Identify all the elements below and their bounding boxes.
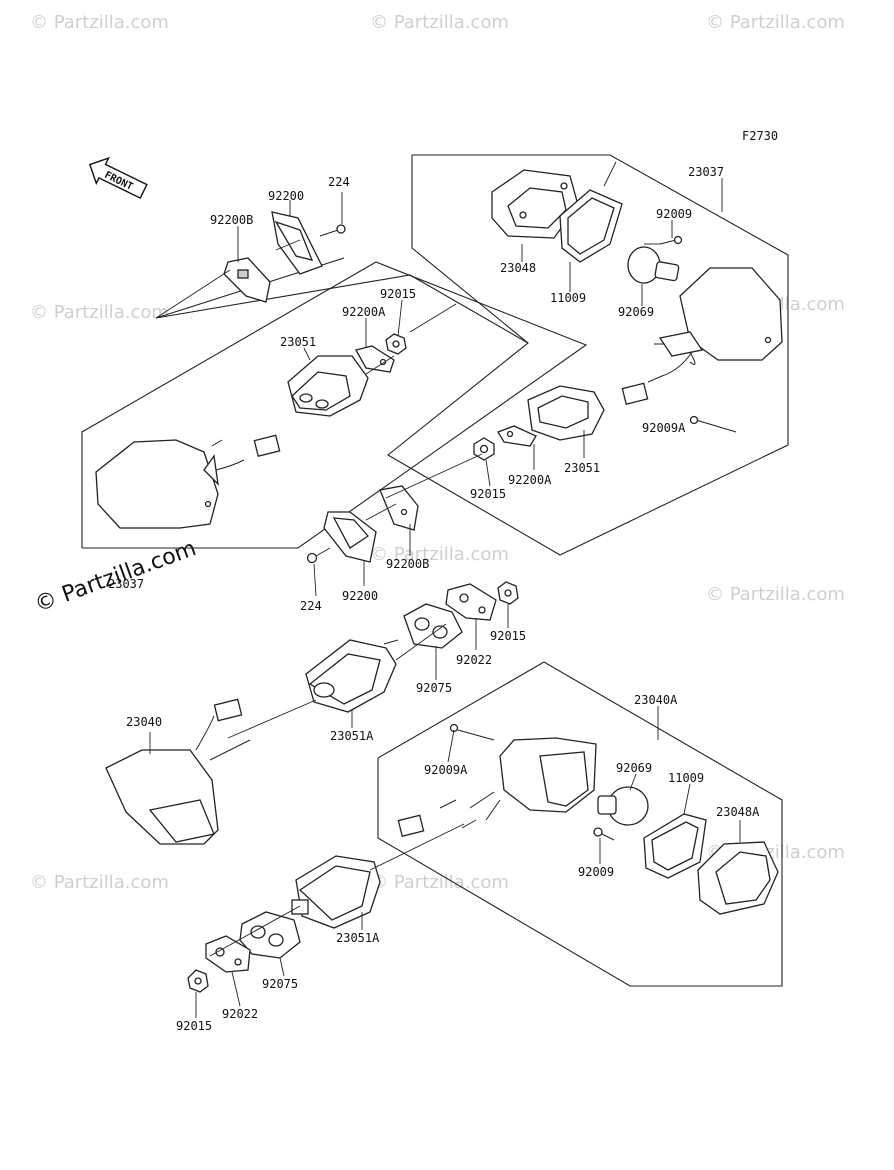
connector-right-upper bbox=[621, 351, 693, 405]
part-label: 92015 bbox=[380, 287, 416, 301]
part-label: 23048 bbox=[500, 261, 536, 275]
plate-92200A-top bbox=[355, 345, 395, 373]
plate-92200B-mid bbox=[379, 485, 419, 531]
part-label: 224 bbox=[300, 599, 322, 613]
part-label: 92200B bbox=[386, 557, 429, 571]
part-label: 23051A bbox=[330, 729, 374, 743]
plate-92022-low bbox=[205, 935, 251, 973]
part-label: 92009A bbox=[642, 421, 686, 435]
part-label: 23037 bbox=[688, 165, 724, 179]
plate-92200A-right bbox=[497, 425, 537, 447]
nut-92015-low bbox=[187, 969, 209, 993]
bulb-92069-low bbox=[597, 786, 649, 826]
part-label: 23051 bbox=[280, 335, 316, 349]
bulb-92069-top bbox=[627, 246, 680, 284]
watermark: © Partzilla.com bbox=[370, 872, 509, 893]
part-label: 23048A bbox=[716, 805, 760, 819]
figure-code: F2730 bbox=[742, 129, 778, 143]
plate-92022-mid bbox=[445, 583, 497, 621]
housing-23037-left bbox=[95, 434, 281, 529]
part-label: 92200A bbox=[508, 473, 552, 487]
part-label: 92009 bbox=[656, 207, 692, 221]
gasket-11009-low bbox=[643, 813, 707, 879]
spacer-23051-right bbox=[527, 385, 605, 441]
assembly-box-23040A bbox=[377, 661, 783, 987]
gasket-11009-top bbox=[559, 189, 623, 263]
part-labels: 23037 23048 11009 92009 92069 92009A 224… bbox=[108, 165, 760, 1033]
part-label: 92200 bbox=[342, 589, 378, 603]
lens-23048A bbox=[697, 841, 779, 915]
grommet-92075-mid bbox=[403, 603, 463, 649]
watermarks: © Partzilla.com © Partzilla.com © Partzi… bbox=[30, 12, 845, 893]
part-label: 92069 bbox=[618, 305, 654, 319]
part-label: 224 bbox=[328, 175, 350, 189]
part-label: 92015 bbox=[490, 629, 526, 643]
bracket-92200-top bbox=[271, 211, 323, 275]
screw-92009A-low bbox=[449, 723, 495, 741]
watermark: © Partzilla.com bbox=[30, 12, 169, 33]
screw-92009-top bbox=[659, 235, 683, 245]
front-arrow-icon: FRONT bbox=[88, 156, 148, 200]
spacer-23051A-mid bbox=[305, 639, 399, 713]
connector-low bbox=[397, 799, 457, 837]
leader-lines bbox=[149, 178, 741, 1018]
screw-224-mid bbox=[306, 547, 331, 564]
part-label: 11009 bbox=[668, 771, 704, 785]
screw-92009A-top bbox=[689, 415, 737, 433]
part-label: 92022 bbox=[456, 653, 492, 667]
part-label: 23040 bbox=[126, 715, 162, 729]
part-label: 92015 bbox=[470, 487, 506, 501]
screw-224-top bbox=[319, 224, 346, 237]
assembly-box-23037-right bbox=[387, 154, 789, 556]
part-label: 92015 bbox=[176, 1019, 212, 1033]
spacer-23051-top bbox=[287, 355, 369, 417]
part-label: 11009 bbox=[550, 291, 586, 305]
part-label: 92022 bbox=[222, 1007, 258, 1021]
part-label: 92075 bbox=[416, 681, 452, 695]
assembly-lines bbox=[155, 161, 660, 957]
watermark: © Partzilla.com bbox=[30, 302, 169, 323]
part-label: 92200A bbox=[342, 305, 386, 319]
part-label: 92009A bbox=[424, 763, 468, 777]
watermark: © Partzilla.com bbox=[706, 12, 845, 33]
watermark: © Partzilla.com bbox=[370, 12, 509, 33]
part-label: 92009 bbox=[578, 865, 614, 879]
part-label: 92200B bbox=[210, 213, 253, 227]
housing-23040 bbox=[105, 698, 251, 845]
housing-23037-right bbox=[654, 267, 783, 365]
part-label: 23037 bbox=[108, 577, 144, 591]
part-label: 23040A bbox=[634, 693, 678, 707]
part-label: 23051 bbox=[564, 461, 600, 475]
screw-92009-low bbox=[593, 827, 615, 841]
part-label: 92200 bbox=[268, 189, 304, 203]
housing-23040A bbox=[461, 737, 597, 829]
part-label: 23051A bbox=[336, 931, 380, 945]
grommet-92075-low bbox=[239, 911, 301, 959]
watermark: © Partzilla.com bbox=[706, 584, 845, 605]
nut-92015-r2 bbox=[497, 581, 519, 605]
part-label: 92075 bbox=[262, 977, 298, 991]
spacer-23051A-low bbox=[291, 855, 381, 929]
watermark: © Partzilla.com bbox=[30, 872, 169, 893]
nut-92015-top bbox=[385, 333, 407, 355]
nut-92015-mid bbox=[473, 437, 495, 461]
bracket-92200-mid bbox=[323, 511, 377, 563]
part-label: 92069 bbox=[616, 761, 652, 775]
watermark: © Partzilla.com bbox=[370, 544, 509, 565]
plate-92200B-top bbox=[223, 257, 271, 303]
